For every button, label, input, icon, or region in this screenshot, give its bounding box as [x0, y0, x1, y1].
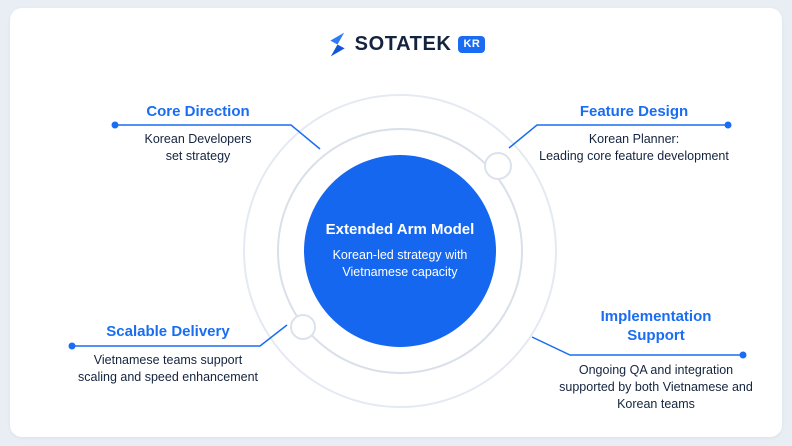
kr-badge: KR: [458, 36, 486, 53]
connector-dot-feature-design: [724, 121, 732, 129]
connector-dot-implementation-support: [739, 351, 747, 359]
callout-body-feature-design: Korean Planner: Leading core feature dev…: [539, 132, 729, 163]
callout-title-feature-design: Feature Design: [579, 103, 689, 120]
sotatek-logomark-icon: [327, 32, 348, 57]
center-subtitle: Korean-led strategy with Vietnamese capa…: [332, 247, 468, 280]
connector-dot-core-direction: [111, 121, 119, 129]
brand-logo: SOTATEK KR: [10, 32, 792, 57]
callout-title-core-direction: Core Direction: [146, 103, 250, 120]
connector-dot-scalable-delivery: [68, 342, 76, 350]
callout-title-scalable-delivery: Scalable Delivery: [106, 323, 230, 340]
callout-body-scalable-delivery: Vietnamese teams support scaling and spe…: [78, 353, 258, 384]
ring-node-top-right: [484, 152, 512, 180]
infographic-card: SOTATEK KR Extended Arm Model Korean-led…: [10, 8, 782, 437]
center-title: Extended Arm Model: [325, 220, 475, 238]
brand-name: SOTATEK: [354, 33, 452, 55]
ring-node-bottom-left: [290, 314, 316, 340]
callout-body-core-direction: Korean Developers set strategy: [144, 132, 252, 163]
callout-body-implementation-support: Ongoing QA and integration supported by …: [559, 363, 753, 411]
center-circle: Extended Arm Model Korean-led strategy w…: [304, 155, 496, 347]
callout-title-implementation-support: Implementation Support: [600, 308, 712, 344]
